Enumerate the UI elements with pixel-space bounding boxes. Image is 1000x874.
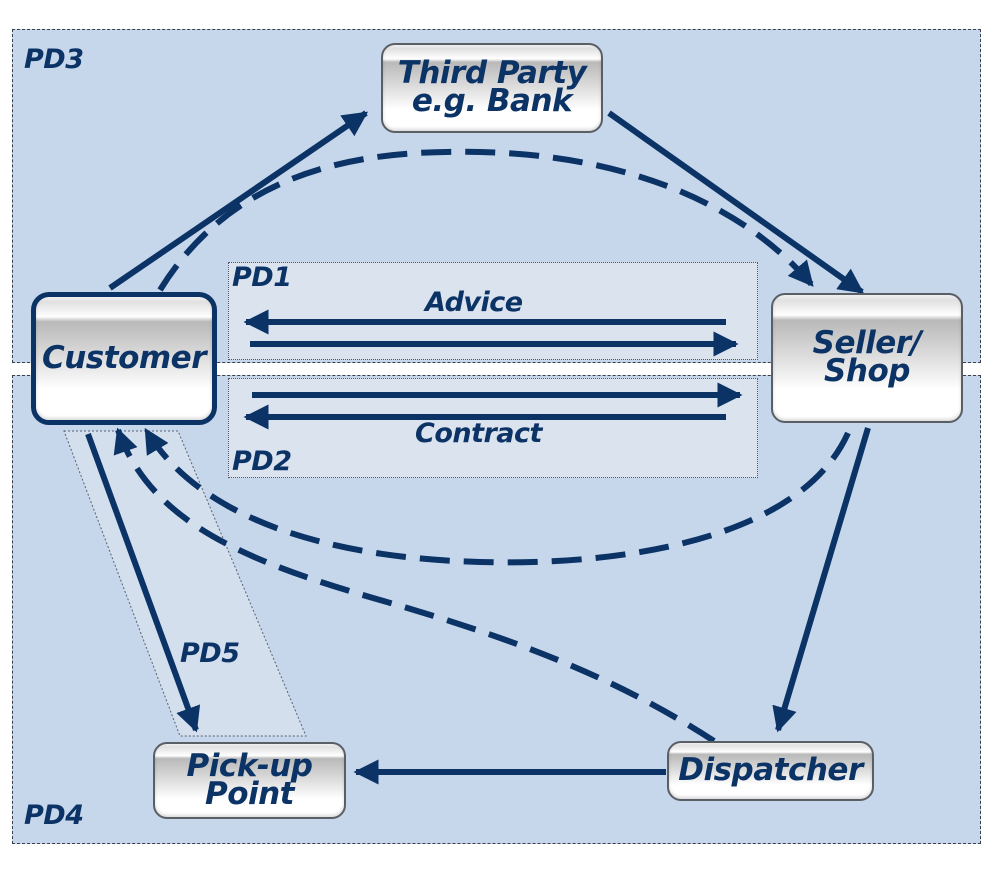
label-pd1: PD1 xyxy=(232,262,292,293)
label-contract: Contract xyxy=(415,418,542,449)
node-customer[interactable]: Customer xyxy=(31,292,217,425)
label-pd3: PD3 xyxy=(24,44,84,75)
dashed-arrow-customer-to-seller-top xyxy=(157,148,815,292)
label-pd2: PD2 xyxy=(232,446,292,477)
node-seller-line1: Seller/ xyxy=(812,325,922,362)
node-pickup-line1: Pick-up xyxy=(186,747,313,784)
node-dispatcher[interactable]: Dispatcher xyxy=(667,741,874,801)
node-customer-label: Customer xyxy=(41,339,207,376)
arrow-customer-to-third-party xyxy=(108,110,369,291)
node-third-party-line1: Third Party xyxy=(397,55,587,92)
node-third-party-line2: e.g. Bank xyxy=(411,83,573,119)
node-seller-line2: Shop xyxy=(824,353,910,389)
label-advice: Advice xyxy=(425,287,523,318)
label-pd5: PD5 xyxy=(180,638,240,669)
arrow-third-party-to-seller xyxy=(607,110,865,295)
label-pd4: PD4 xyxy=(24,800,84,831)
node-seller-shop[interactable]: Seller/Shop xyxy=(771,293,963,423)
arrow-customer-to-pickup xyxy=(85,432,201,733)
arrow-seller-to-dispatcher xyxy=(772,427,871,733)
region-pd5 xyxy=(63,430,307,737)
dashed-arrow-dispatcher-to-customer xyxy=(113,427,716,744)
node-dispatcher-label: Dispatcher xyxy=(678,752,863,789)
dashed-arrow-seller-to-customer-bottom xyxy=(143,427,851,566)
node-pickup-line2: Point xyxy=(204,775,295,812)
